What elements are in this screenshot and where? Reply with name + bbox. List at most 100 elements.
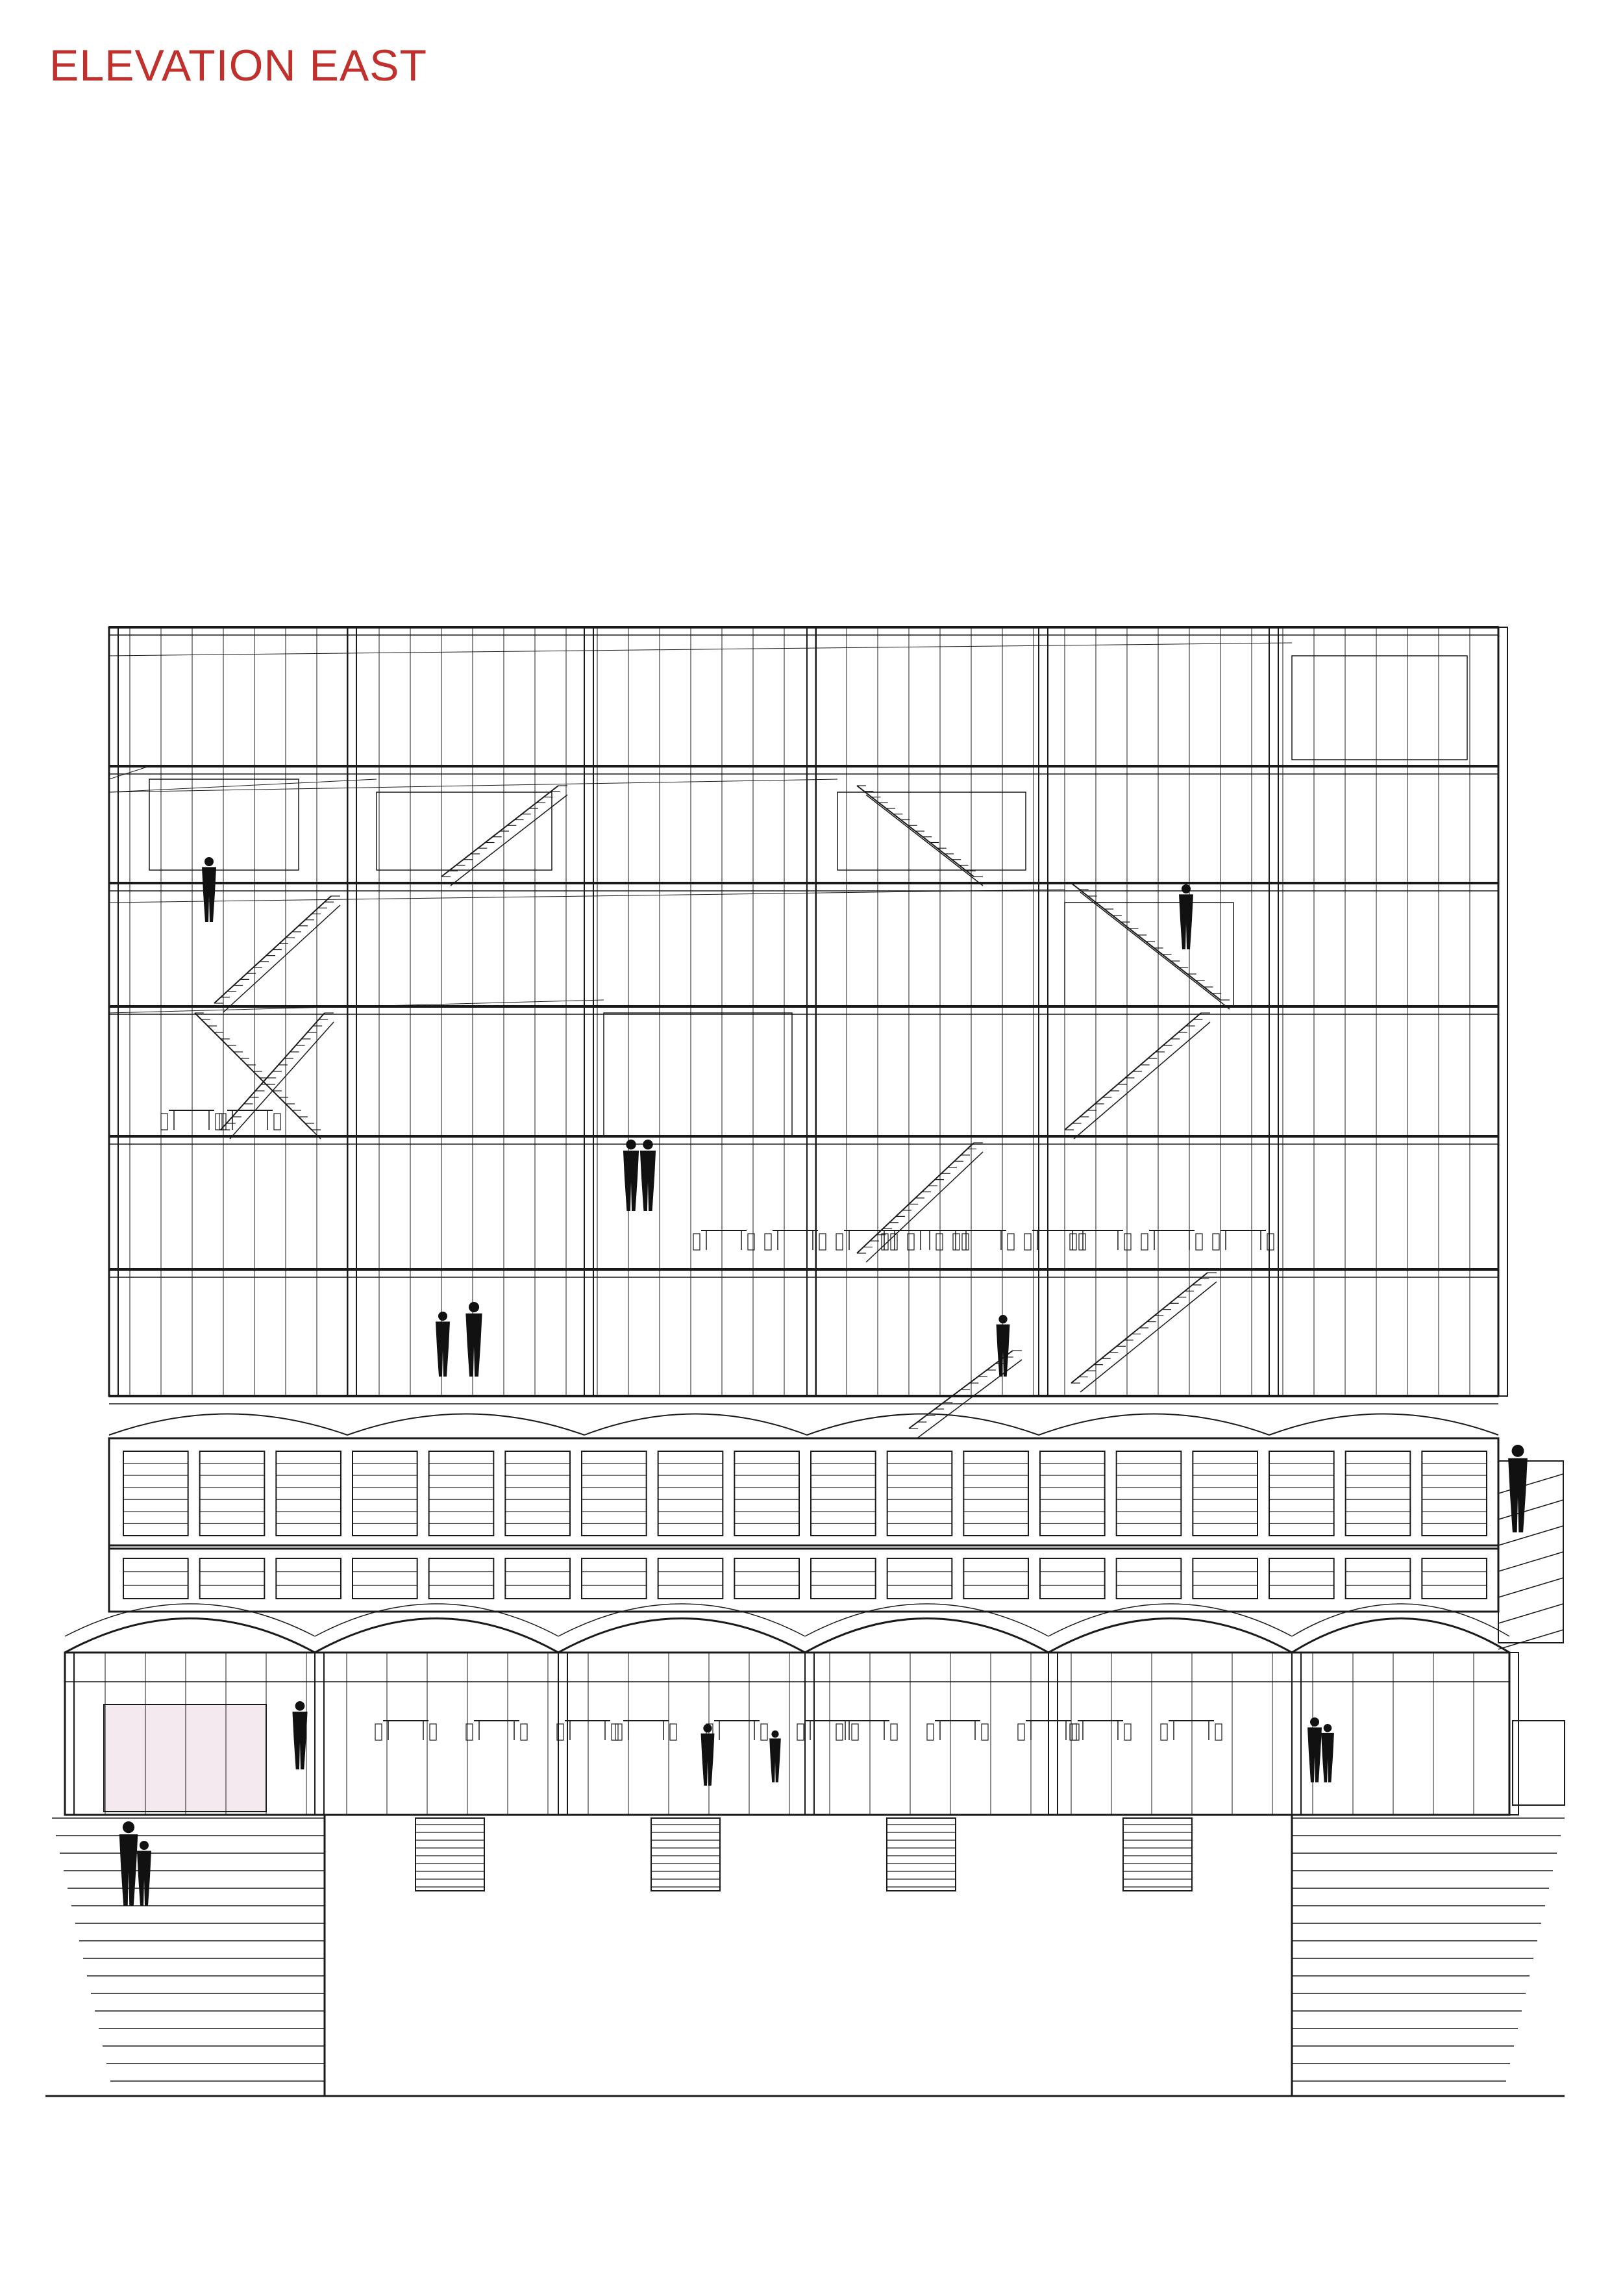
interior-room — [603, 1012, 793, 1137]
fire-stair-flight — [1498, 1525, 1564, 1546]
window — [352, 1451, 418, 1536]
canopy-edge — [314, 1603, 559, 1637]
person-silhouette — [769, 1730, 781, 1782]
fire-stair-flight — [1498, 1551, 1564, 1572]
window — [199, 1451, 266, 1536]
vault-arch — [1269, 1413, 1499, 1436]
person-body — [769, 1738, 781, 1782]
window — [1421, 1558, 1487, 1599]
chair — [1267, 1233, 1274, 1251]
window — [1344, 1558, 1411, 1599]
window — [581, 1558, 647, 1599]
person-body — [623, 1150, 639, 1211]
column — [584, 627, 594, 1397]
person-body — [436, 1321, 450, 1377]
chair — [836, 1723, 843, 1741]
person-body — [465, 1313, 482, 1377]
person-silhouette — [1321, 1724, 1334, 1782]
perspective-line — [108, 779, 377, 793]
column — [806, 627, 817, 1397]
stair-stringer — [223, 905, 341, 1013]
chair — [1124, 1233, 1132, 1251]
canopy-vault — [314, 1617, 559, 1654]
ground-floor-column — [1048, 1652, 1058, 1816]
ground-floor-glazing-band — [64, 1651, 1511, 1816]
person-body — [292, 1712, 308, 1769]
window — [275, 1558, 342, 1599]
interior-room — [149, 779, 299, 871]
chair — [1069, 1233, 1077, 1251]
upper-glass-frame — [108, 626, 1508, 1404]
chair — [1160, 1723, 1168, 1741]
ground-floor-column — [558, 1652, 568, 1816]
chair — [1069, 1723, 1077, 1741]
ground-floor-glazing — [64, 1651, 1519, 1816]
person-body — [1307, 1727, 1322, 1782]
stair-stringer — [450, 794, 568, 886]
person-body — [996, 1324, 1010, 1377]
person-silhouette — [1179, 884, 1193, 949]
chair — [669, 1723, 677, 1741]
stair-stringer — [1080, 1281, 1217, 1393]
side-fire-stair — [1498, 1460, 1565, 1806]
chair — [760, 1723, 768, 1741]
person-silhouette — [996, 1315, 1010, 1377]
window — [123, 1451, 189, 1536]
canopy-edge — [558, 1603, 806, 1637]
window — [1115, 1558, 1182, 1599]
glass-frame-outline — [108, 626, 1500, 1397]
vault-arch — [1038, 1413, 1270, 1436]
person-body — [137, 1851, 151, 1906]
chair — [907, 1233, 915, 1251]
fire-stair-flight — [1498, 1603, 1564, 1624]
window — [581, 1451, 647, 1536]
chair — [1215, 1723, 1222, 1741]
chair — [556, 1723, 564, 1741]
canopy-vault — [64, 1617, 316, 1654]
chair — [1017, 1723, 1025, 1741]
person-silhouette — [292, 1701, 308, 1769]
window — [1269, 1558, 1335, 1599]
chair — [1195, 1233, 1203, 1251]
fire-stair-flight — [1498, 1629, 1564, 1650]
window — [1269, 1451, 1335, 1536]
curtain-wall-mullions — [129, 627, 1470, 1396]
canopy-edge — [1291, 1603, 1510, 1637]
chair — [1124, 1723, 1132, 1741]
column — [108, 627, 119, 1397]
person-head — [1511, 1445, 1524, 1457]
column — [347, 627, 357, 1397]
side-door — [1512, 1720, 1565, 1806]
window — [810, 1558, 876, 1599]
stair-stringer — [229, 1021, 334, 1140]
person-silhouette — [202, 857, 216, 922]
person-silhouette — [1508, 1445, 1528, 1532]
vault-arch — [584, 1413, 808, 1436]
window — [352, 1558, 418, 1599]
window — [886, 1558, 953, 1599]
lobby-panel — [103, 1704, 267, 1812]
window — [886, 1451, 953, 1536]
chair — [935, 1233, 943, 1251]
window — [963, 1558, 1030, 1599]
vault-arch — [806, 1413, 1039, 1436]
window — [810, 1451, 876, 1536]
person-silhouette — [639, 1140, 656, 1211]
furniture — [160, 1110, 1274, 1741]
person-head — [771, 1730, 779, 1738]
person-body — [1179, 894, 1193, 949]
chair — [273, 1113, 281, 1130]
column — [1269, 627, 1279, 1397]
canopy-vault — [558, 1617, 806, 1654]
chair — [747, 1233, 755, 1251]
person-head — [1310, 1717, 1319, 1727]
chair — [890, 1233, 898, 1251]
chair — [1007, 1233, 1015, 1251]
chair — [851, 1723, 859, 1741]
person-silhouette — [465, 1302, 482, 1377]
window — [428, 1558, 495, 1599]
chair — [836, 1233, 843, 1251]
ground-floor-column — [1291, 1652, 1302, 1816]
person-body — [202, 867, 216, 922]
perspective-line — [108, 642, 1293, 656]
